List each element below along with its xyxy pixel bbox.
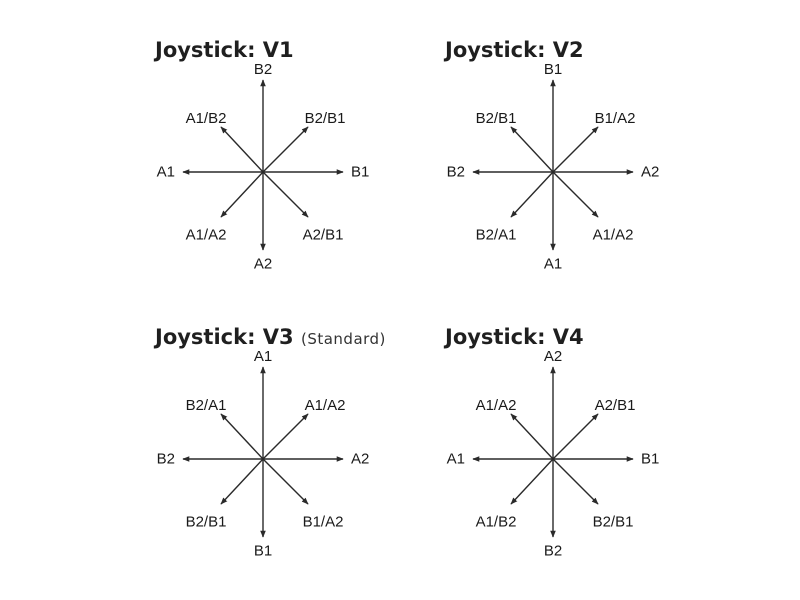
direction-label-ne: B1/A2 xyxy=(595,110,636,127)
direction-label-w: A1 xyxy=(447,451,465,468)
arrow-se xyxy=(262,458,309,505)
direction-label-w: A1 xyxy=(157,164,175,181)
direction-label-e: A2 xyxy=(641,164,659,181)
direction-label-w: B2 xyxy=(157,451,175,468)
direction-label-se: B2/B1 xyxy=(593,513,634,530)
arrow-sw xyxy=(510,171,554,218)
direction-label-sw: A1/B2 xyxy=(476,513,517,530)
direction-label-s: B1 xyxy=(254,542,272,559)
direction-label-sw: B2/B1 xyxy=(186,513,227,530)
direction-label-e: A2 xyxy=(351,451,369,468)
direction-label-nw: A1/A2 xyxy=(476,397,517,414)
panel-title: Joystick: V1 xyxy=(155,38,294,62)
direction-label-ne: A1/A2 xyxy=(305,397,346,414)
direction-label-n: B1 xyxy=(544,61,562,78)
direction-label-ne: A2/B1 xyxy=(595,397,636,414)
arrow-se xyxy=(262,171,309,218)
arrow-sw xyxy=(220,171,264,218)
arrow-nw xyxy=(220,126,264,173)
direction-label-w: B2 xyxy=(447,164,465,181)
direction-label-se: B1/A2 xyxy=(303,513,344,530)
arrow-nw xyxy=(220,413,264,460)
direction-label-e: B1 xyxy=(351,164,369,181)
arrow-ne xyxy=(262,126,309,173)
direction-label-se: A2/B1 xyxy=(303,226,344,243)
direction-label-s: A2 xyxy=(254,255,272,272)
panel-title: Joystick: V2 xyxy=(445,38,584,62)
arrow-se xyxy=(552,458,599,505)
panel-note: (Standard) xyxy=(300,330,386,348)
direction-label-nw: A1/B2 xyxy=(186,110,227,127)
direction-label-n: B2 xyxy=(254,61,272,78)
direction-label-nw: B2/A1 xyxy=(186,397,227,414)
direction-label-n: A2 xyxy=(544,348,562,365)
arrow-ne xyxy=(552,413,599,460)
arrow-ne xyxy=(262,413,309,460)
direction-label-sw: A1/A2 xyxy=(186,226,227,243)
direction-label-n: A1 xyxy=(254,348,272,365)
arrow-sw xyxy=(510,458,554,505)
direction-label-s: A1 xyxy=(544,255,562,272)
panel-title: Joystick: V3 (Standard) xyxy=(155,325,386,349)
direction-label-s: B2 xyxy=(544,542,562,559)
arrow-nw xyxy=(510,413,554,460)
arrow-se xyxy=(552,171,599,218)
arrow-nw xyxy=(510,126,554,173)
direction-label-e: B1 xyxy=(641,451,659,468)
arrow-sw xyxy=(220,458,264,505)
direction-label-ne: B2/B1 xyxy=(305,110,346,127)
arrow-ne xyxy=(552,126,599,173)
panel-title: Joystick: V4 xyxy=(445,325,584,349)
direction-label-sw: B2/A1 xyxy=(476,226,517,243)
direction-label-se: A1/A2 xyxy=(593,226,634,243)
direction-label-nw: B2/B1 xyxy=(476,110,517,127)
